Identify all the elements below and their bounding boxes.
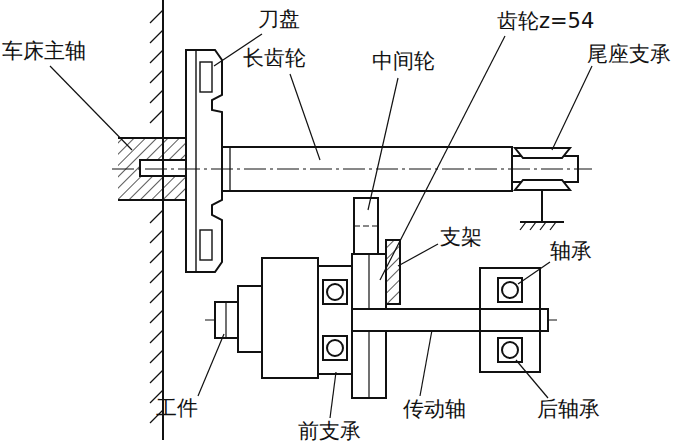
part-label: 齿轮z=54 [497, 10, 594, 33]
idler-gear [354, 198, 378, 254]
part-label: 轴承 [550, 240, 592, 263]
workpiece [215, 302, 238, 338]
leader-lines [50, 34, 592, 418]
bracket [386, 240, 400, 304]
part-label: 中间轮 [372, 50, 435, 73]
tailstock-support [515, 148, 570, 230]
housing-wall [162, 0, 164, 440]
wall-hatch [150, 10, 163, 423]
part-label: 工件 [156, 397, 198, 420]
cutter-disk [186, 50, 222, 272]
part-label: 车床主轴 [2, 40, 86, 63]
centerline [112, 169, 592, 170]
transmission-shaft [350, 309, 548, 331]
part-label: 长齿轮 [243, 47, 306, 70]
part-label: 传动轴 [403, 398, 466, 421]
chuck [262, 258, 318, 378]
part-label: 前支承 [298, 420, 361, 443]
rear-bearing [480, 268, 540, 372]
part-label: 尾座支承 [587, 43, 671, 66]
part-label: 刀盘 [258, 8, 300, 31]
front-bearing [318, 266, 352, 374]
chuck-jaws [238, 286, 262, 352]
part-label: 支架 [440, 226, 482, 249]
part-label: 后轴承 [537, 398, 600, 421]
